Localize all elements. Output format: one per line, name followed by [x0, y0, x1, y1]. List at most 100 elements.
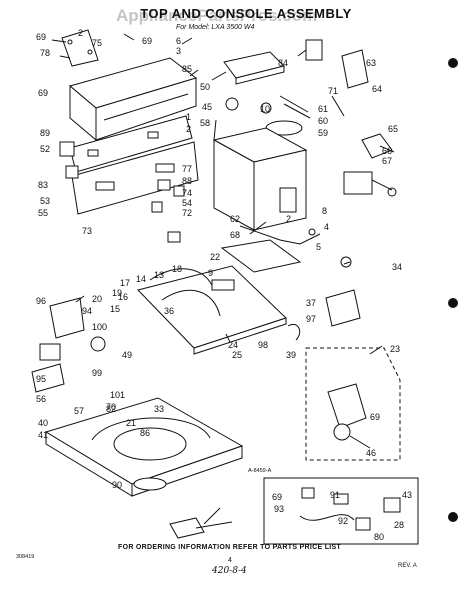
part-callout: 5 [316, 242, 322, 252]
part-callout: 6 [176, 36, 182, 46]
motor-coupling [333, 423, 351, 441]
part-callout: 94 [82, 306, 93, 316]
leader-line [123, 33, 135, 41]
knob-slot [147, 131, 159, 139]
binder-hole [448, 298, 458, 308]
part-callout: 15 [110, 304, 121, 314]
part-callout: 70 [106, 402, 117, 412]
leader-line [369, 345, 383, 355]
wire-harness [239, 225, 321, 245]
mounting-plate [31, 363, 65, 393]
part-callout: 57 [74, 406, 85, 416]
page-title: TOP AND CONSOLE ASSEMBLY [140, 6, 352, 21]
top-panel-lip [193, 317, 287, 355]
part-callout: 73 [82, 226, 93, 236]
part-callout: 56 [36, 394, 47, 404]
inset-boundary [305, 347, 401, 461]
part-callout: 3 [176, 46, 182, 56]
hinge-rod [283, 103, 311, 119]
knob [151, 201, 163, 213]
part-callout: 39 [286, 350, 297, 360]
tub-ring [133, 477, 167, 491]
part-callout: 69 [142, 36, 153, 46]
lid-switch-housing [343, 171, 373, 195]
leader-line [59, 55, 71, 59]
leader-line [343, 261, 351, 265]
terminal-clip [333, 493, 349, 505]
inset-reference-label: A-8459-A [248, 468, 272, 474]
control-panel-plate [69, 115, 193, 173]
lock-assembly [341, 49, 369, 89]
part-callout: 64 [372, 84, 383, 94]
part-callout: 14 [136, 274, 147, 284]
part-callout: 45 [202, 102, 213, 112]
rotary-switch [65, 165, 79, 179]
relay [355, 517, 371, 531]
leader-line [379, 145, 395, 153]
part-callout: 93 [274, 504, 285, 514]
part-callout: 50 [200, 82, 211, 92]
part-callout: 84 [278, 58, 289, 68]
model-subtitle: For Model: LXA 3500 W4 [176, 24, 255, 31]
screw-hole [87, 49, 93, 55]
push-switch [173, 185, 185, 197]
leader-line [225, 333, 231, 343]
part-callout: 10 [260, 104, 271, 114]
part-callout: 17 [120, 278, 131, 288]
part-callout: 85 [182, 64, 193, 74]
part-callout: 54 [182, 198, 193, 208]
timer-switch [59, 141, 75, 157]
grommet-ring [90, 336, 106, 352]
part-callout: 65 [388, 124, 399, 134]
part-callout: 53 [40, 196, 51, 206]
switch-opening [95, 181, 115, 191]
part-callout: 1 [186, 112, 192, 122]
part-callout: 96 [36, 296, 47, 306]
part-callout: 46 [366, 448, 377, 458]
part-callout: 69 [36, 32, 47, 42]
part-callout: 100 [92, 322, 108, 332]
lid-side [235, 65, 285, 85]
part-callout: 95 [36, 374, 47, 384]
part-callout: 33 [154, 404, 165, 414]
switch-terminal [371, 179, 393, 191]
inset-box [263, 477, 419, 545]
part-callout: 62 [230, 214, 241, 224]
part-callout: 68 [230, 230, 241, 240]
part-callout: 88 [182, 176, 193, 186]
part-callout: 37 [306, 298, 317, 308]
part-callout: 63 [366, 58, 377, 68]
part-callout: 69 [272, 492, 283, 502]
part-callout: 40 [38, 418, 49, 428]
part-callout: 78 [40, 48, 51, 58]
part-callout: 55 [38, 208, 49, 218]
screw-hole [67, 39, 73, 45]
tub-opening [113, 427, 187, 461]
foot-cushion [169, 517, 205, 539]
part-callout: 82 [106, 404, 117, 414]
part-callout: 19 [112, 288, 123, 298]
part-callout: 49 [122, 350, 133, 360]
rocker-switch [157, 179, 171, 191]
leader-line [297, 49, 307, 57]
part-callout: 23 [390, 344, 401, 354]
part-callout: 2 [286, 214, 292, 224]
ordering-note: FOR ORDERING INFORMATION REFER TO PARTS … [118, 544, 342, 551]
part-callout: 98 [258, 340, 269, 350]
part-callout: 67 [382, 156, 393, 166]
leader-line [75, 295, 85, 303]
knob-slot [87, 149, 99, 157]
nut [340, 256, 352, 268]
harness-bracket [220, 239, 302, 273]
binder-hole [448, 512, 458, 522]
part-callout: 75 [92, 38, 103, 48]
wire-loop [161, 289, 221, 317]
part-callout: 72 [182, 208, 193, 218]
part-callout: 97 [306, 314, 317, 324]
grommet [225, 97, 239, 111]
latch-assembly [361, 133, 393, 159]
part-callout: 36 [164, 306, 175, 316]
wire [299, 514, 355, 521]
part-callout: 92 [338, 516, 349, 526]
